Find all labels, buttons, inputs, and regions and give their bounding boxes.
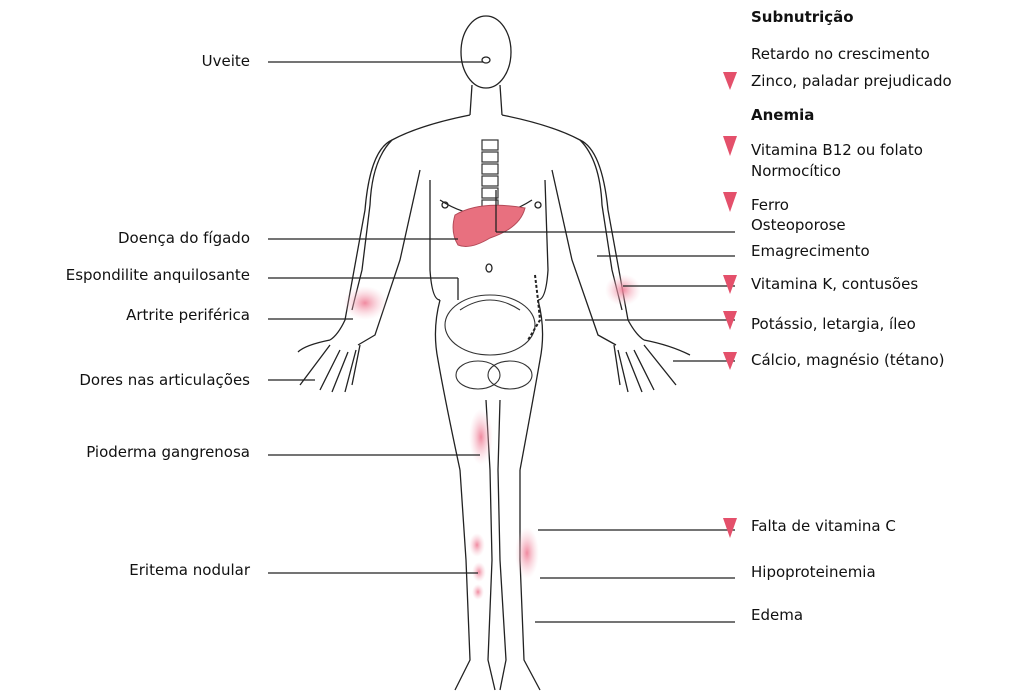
pelvis <box>445 295 535 389</box>
heading-anemia: Anemia <box>751 106 814 124</box>
label-ferro: Ferro <box>751 196 789 214</box>
label-retardo: Retardo no crescimento <box>751 45 930 63</box>
label-espondilite: Espondilite anquilosante <box>66 266 250 284</box>
label-normocitico: Normocítico <box>751 162 841 180</box>
marker-zinco <box>723 72 737 90</box>
marker-b12 <box>723 136 737 156</box>
label-vitk: Vitamina K, contusões <box>751 275 918 293</box>
label-uveite: Uveite <box>202 52 250 70</box>
lesion-nodule-2 <box>472 562 486 582</box>
markers <box>723 72 737 538</box>
liver <box>453 205 525 246</box>
lesion-forearm-left <box>343 286 387 320</box>
marker-vitk <box>723 275 737 294</box>
lesion-forearm-right <box>605 274 641 306</box>
label-dores-articulacoes: Dores nas articulações <box>79 371 250 389</box>
heading-subnutricao: Subnutrição <box>751 8 854 26</box>
label-pioderma: Pioderma gangrenosa <box>86 443 250 461</box>
label-emagrecimento: Emagrecimento <box>751 242 870 260</box>
label-zinco: Zinco, paladar prejudicado <box>751 72 952 90</box>
label-hipoproteinemia: Hipoproteinemia <box>751 563 876 581</box>
label-artrite: Artrite periférica <box>126 306 250 324</box>
label-doenca-figado: Doença do fígado <box>118 229 250 247</box>
label-b12: Vitamina B12 ou folato <box>751 141 923 159</box>
label-edema: Edema <box>751 606 803 624</box>
label-osteoporose: Osteoporose <box>751 216 846 234</box>
body-outline <box>298 16 690 690</box>
lesion-nodule-1 <box>469 533 485 557</box>
label-potassio: Potássio, letargia, íleo <box>751 315 916 333</box>
lesion-vitc <box>515 527 539 579</box>
marker-ferro <box>723 192 737 212</box>
lesion-pyoderma <box>469 409 493 465</box>
lesion-nodule-3 <box>472 584 484 600</box>
colon <box>528 275 540 340</box>
label-vitc: Falta de vitamina C <box>751 517 896 535</box>
label-eritema: Eritema nodular <box>129 561 250 579</box>
marker-vitc <box>723 518 737 538</box>
label-calcio: Cálcio, magnésio (tétano) <box>751 351 945 369</box>
